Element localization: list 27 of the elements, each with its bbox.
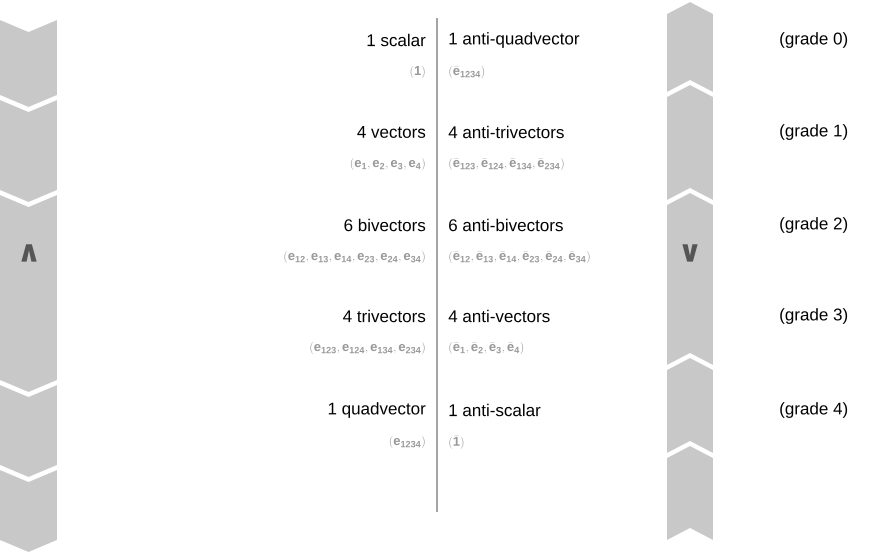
basis-formula: $(\bar{\mathbf{e}}_{\mathbf{1234}})$ [449, 66, 484, 78]
basis-formula: $(\bar{\mathbf{1}})$ [449, 434, 464, 449]
grade-label: 6 bivectors [344, 218, 426, 232]
grade-number: (grade 1) [780, 124, 848, 140]
wedge-symbol: ∧ [21, 244, 37, 262]
grade-number: (grade 2) [780, 217, 848, 233]
grade-label: 1 anti-scalar [450, 404, 540, 416]
grade-number: (grade 0) [780, 32, 848, 48]
basis-formula: $(\mathbf{e}_{\mathbf{123}},\mathbf{e}_{\mathbf{124}},\mathbf{e}_{\mathbf{134}},\mathbf{e}_{\mathbf{234}})$ [310, 342, 425, 354]
grade-number: (grade 3) [780, 308, 848, 324]
basis-formula: $(\bar{\mathbf{e}}_{\mathbf{123}},\bar{\mathbf{e}}_{\mathbf{124}},\bar{\mathbf{e}}_{\mathbf{134}},\bar{\mathbf{e}}_{\mathbf{234}})$ [449, 158, 564, 170]
grade-label: 4 vectors [357, 126, 426, 138]
grade-number: (grade 4) [780, 402, 848, 418]
basis-formula: $(\mathbf{e}_{\mathbf{12}},\mathbf{e}_{\mathbf{13}},\mathbf{e}_{\mathbf{14}},\mathbf{e}_{\mathbf{23}},\mathbf{e}_{\mathbf{24}},\mathbf{e}_{\mathbf{34}})$ [284, 251, 425, 263]
grade-label: 1 quadvector [328, 402, 426, 418]
basis-formula: $(\bar{\mathbf{e}}_{\mathbf{12}},\bar{\mathbf{e}}_{\mathbf{13}},\bar{\mathbf{e}}_{\mathbf{14}},\bar{\mathbf{e}}_{\mathbf{23}},\bar{\mathbf{e}}_{\mathbf{24}},\bar{\mathbf{e}}_{\mathbf{34}})$ [449, 251, 590, 263]
grade-label: 4 trivectors [343, 310, 426, 322]
basis-formula: $(\mathbf{e}_{\mathbf{1234}})$ [390, 436, 425, 448]
grade-label: 4 anti-vectors [448, 310, 550, 322]
grade-label: 1 scalar [368, 34, 426, 46]
grade-label: 1 anti-quadvector [450, 32, 580, 48]
grade-label: 4 anti-trivectors [448, 126, 564, 138]
grade-label: 6 anti-bivectors [449, 218, 563, 232]
basis-formula: $(\bar{\mathbf{e}}_{\mathbf{1}},\bar{\mathbf{e}}_{\mathbf{2}},\bar{\mathbf{e}}_{\mathbf{3}},\bar{\mathbf{e}}_{\mathbf{4}})$ [449, 342, 524, 354]
basis-formula: $(\mathbf{e}_{\mathbf{1}},\mathbf{e}_{\mathbf{2}},\mathbf{e}_{\mathbf{3}},\mathbf{e}_{\mathbf{4}})$ [350, 158, 425, 170]
antiwedge-symbol: ∨ [682, 244, 698, 262]
basis-formula: $(\mathbf{1})$ [410, 66, 425, 78]
